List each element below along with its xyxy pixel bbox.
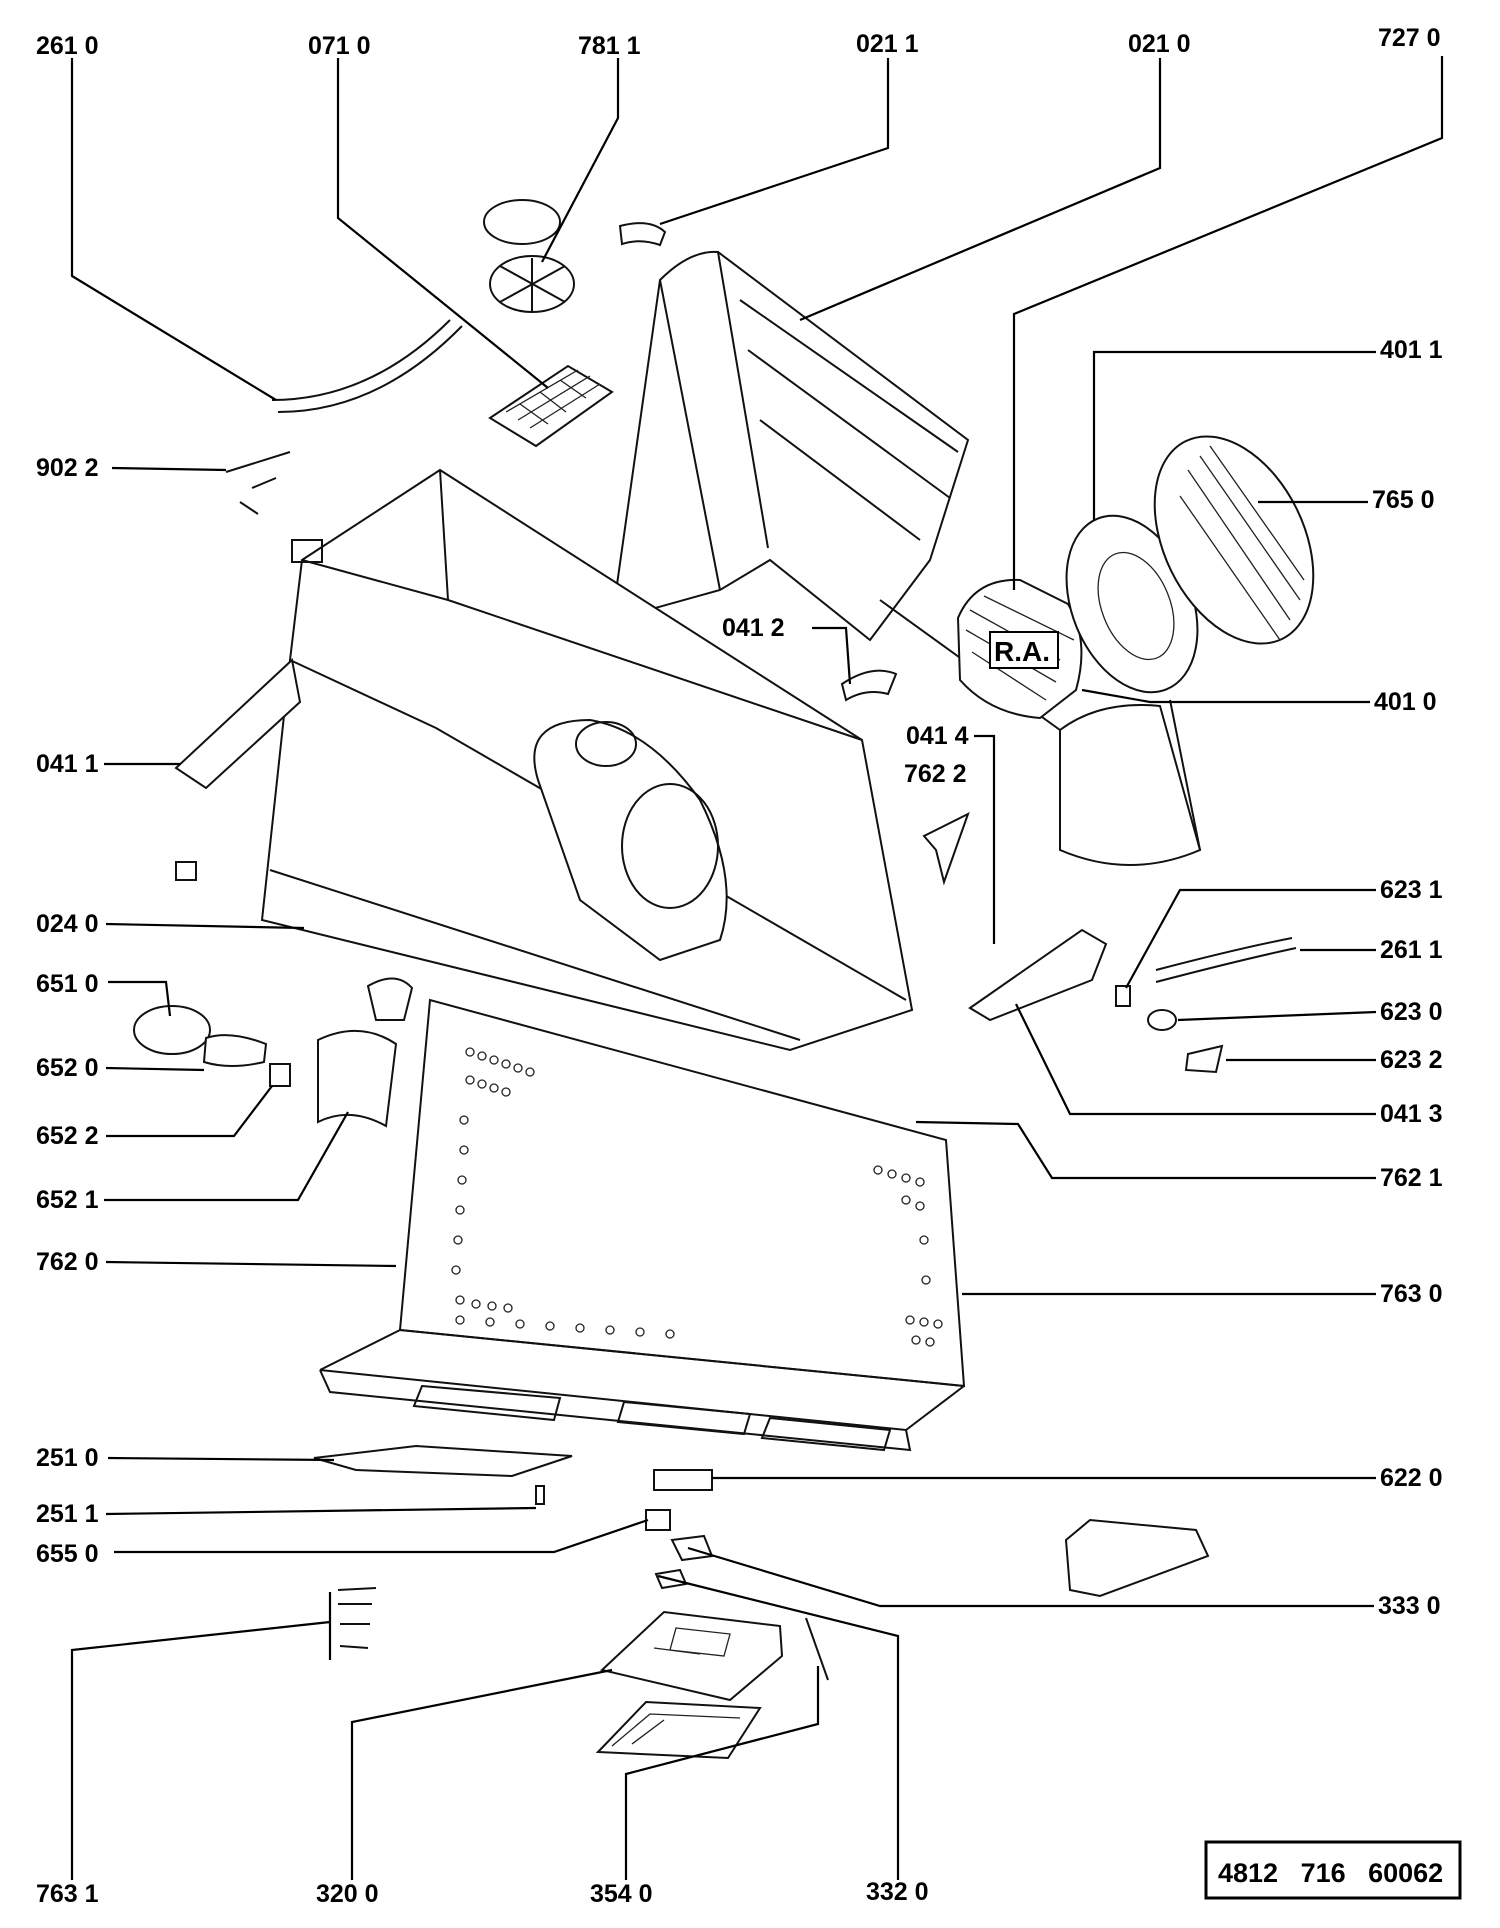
label-9022: 902 2 — [36, 454, 99, 482]
label-0710: 071 0 — [308, 32, 371, 60]
label-2610: 261 0 — [36, 32, 99, 60]
part-labels: 261 0 071 0 781 1 021 1 021 0 727 0 401 … — [36, 24, 1443, 1908]
label-7631: 763 1 — [36, 1880, 99, 1908]
label-6230: 623 0 — [1380, 998, 1443, 1026]
part-connector-6550 — [645, 1509, 671, 1531]
label-7811: 781 1 — [578, 32, 641, 60]
part-rod-3320 — [805, 1617, 829, 1681]
label-3540: 354 0 — [590, 1880, 653, 1908]
motor-marking-box — [989, 631, 1059, 669]
label-0240: 024 0 — [36, 910, 99, 938]
label-0211: 021 1 — [856, 30, 919, 58]
part-grease-filter-0710 — [488, 364, 614, 448]
part-tray-2510 — [313, 1444, 573, 1478]
part-duct-4010 — [1059, 704, 1202, 866]
label-3320: 332 0 — [866, 1878, 929, 1906]
part-glass-3540 — [595, 1700, 762, 1760]
label-0414: 041 4 — [906, 722, 969, 750]
part-bracket-7622 — [922, 811, 970, 886]
part-strip-2611 — [1155, 937, 1297, 983]
label-3200: 320 0 — [316, 1880, 379, 1908]
label-6231: 623 1 — [1380, 876, 1443, 904]
part-reflector — [366, 977, 414, 1021]
part-front-panel-7630 — [398, 998, 966, 1388]
part-chimney-7270 — [610, 250, 970, 642]
part-plate-3330 — [654, 1534, 714, 1590]
label-7621: 762 1 — [1380, 1164, 1443, 1192]
part-lid-3200 — [599, 1610, 784, 1702]
label-0413: 041 3 — [1380, 1100, 1443, 1128]
label-7620: 762 0 — [36, 1248, 99, 1276]
label-6522: 652 2 — [36, 1122, 99, 1150]
part-round-cover-7811 — [483, 199, 561, 245]
label-0412: 041 2 — [722, 614, 785, 642]
part-switch-6231 — [1115, 985, 1131, 1007]
label-2611: 261 1 — [1380, 936, 1443, 964]
label-6550: 655 0 — [36, 1540, 99, 1568]
label-6220: 622 0 — [1380, 1464, 1443, 1492]
part-clip-0412 — [840, 669, 898, 702]
label-4010: 401 0 — [1374, 688, 1437, 716]
label-6520: 652 0 — [36, 1054, 99, 1082]
label-2510: 251 0 — [36, 1444, 99, 1472]
part-shade-6521 — [317, 1030, 398, 1128]
part-clip-0211 — [618, 222, 667, 247]
label-7630: 763 0 — [1380, 1280, 1443, 1308]
reference-code-box: 4812 716 60062 — [1204, 1840, 1462, 1900]
label-2511: 251 1 — [36, 1500, 99, 1528]
part-screws-7631 — [337, 1587, 377, 1649]
reference-code: 4812 716 60062 — [1218, 1858, 1443, 1888]
label-7622: 762 2 — [904, 760, 967, 788]
label-7650: 765 0 — [1372, 486, 1435, 514]
part-lamp-6520 — [202, 1034, 268, 1067]
label-6510: 651 0 — [36, 970, 99, 998]
part-screws-9022 — [225, 451, 291, 515]
parts-drawing: R.A. — [133, 199, 1315, 1760]
label-0210: 021 0 — [1128, 30, 1191, 58]
part-plate-6232 — [1184, 1044, 1224, 1074]
label-6521: 652 1 — [36, 1186, 99, 1214]
part-bracket-0411 — [174, 658, 302, 790]
part-knob-6230 — [1147, 1009, 1177, 1031]
part-screw-2511 — [535, 1485, 545, 1505]
label-7270: 727 0 — [1378, 24, 1441, 52]
motor-marking: R.A. — [994, 636, 1050, 667]
panel-perforations — [451, 1047, 943, 1347]
part-strip-2610 — [271, 319, 463, 413]
part-holder-6522 — [269, 1063, 291, 1087]
label-6232: 623 2 — [1380, 1046, 1443, 1074]
label-3330: 333 0 — [1378, 1592, 1441, 1620]
part-bracket-0413 — [968, 928, 1108, 1022]
label-0411: 041 1 — [36, 750, 99, 778]
leader-lines — [70, 56, 1444, 1880]
part-blower-scroll — [533, 718, 728, 962]
part-switch-block-6220 — [653, 1469, 713, 1491]
part-grille-7650 — [1153, 435, 1315, 645]
part-mount-bracket — [1064, 1518, 1210, 1598]
part-lamp-cap-6510 — [133, 1005, 211, 1055]
label-4011: 401 1 — [1380, 336, 1443, 364]
